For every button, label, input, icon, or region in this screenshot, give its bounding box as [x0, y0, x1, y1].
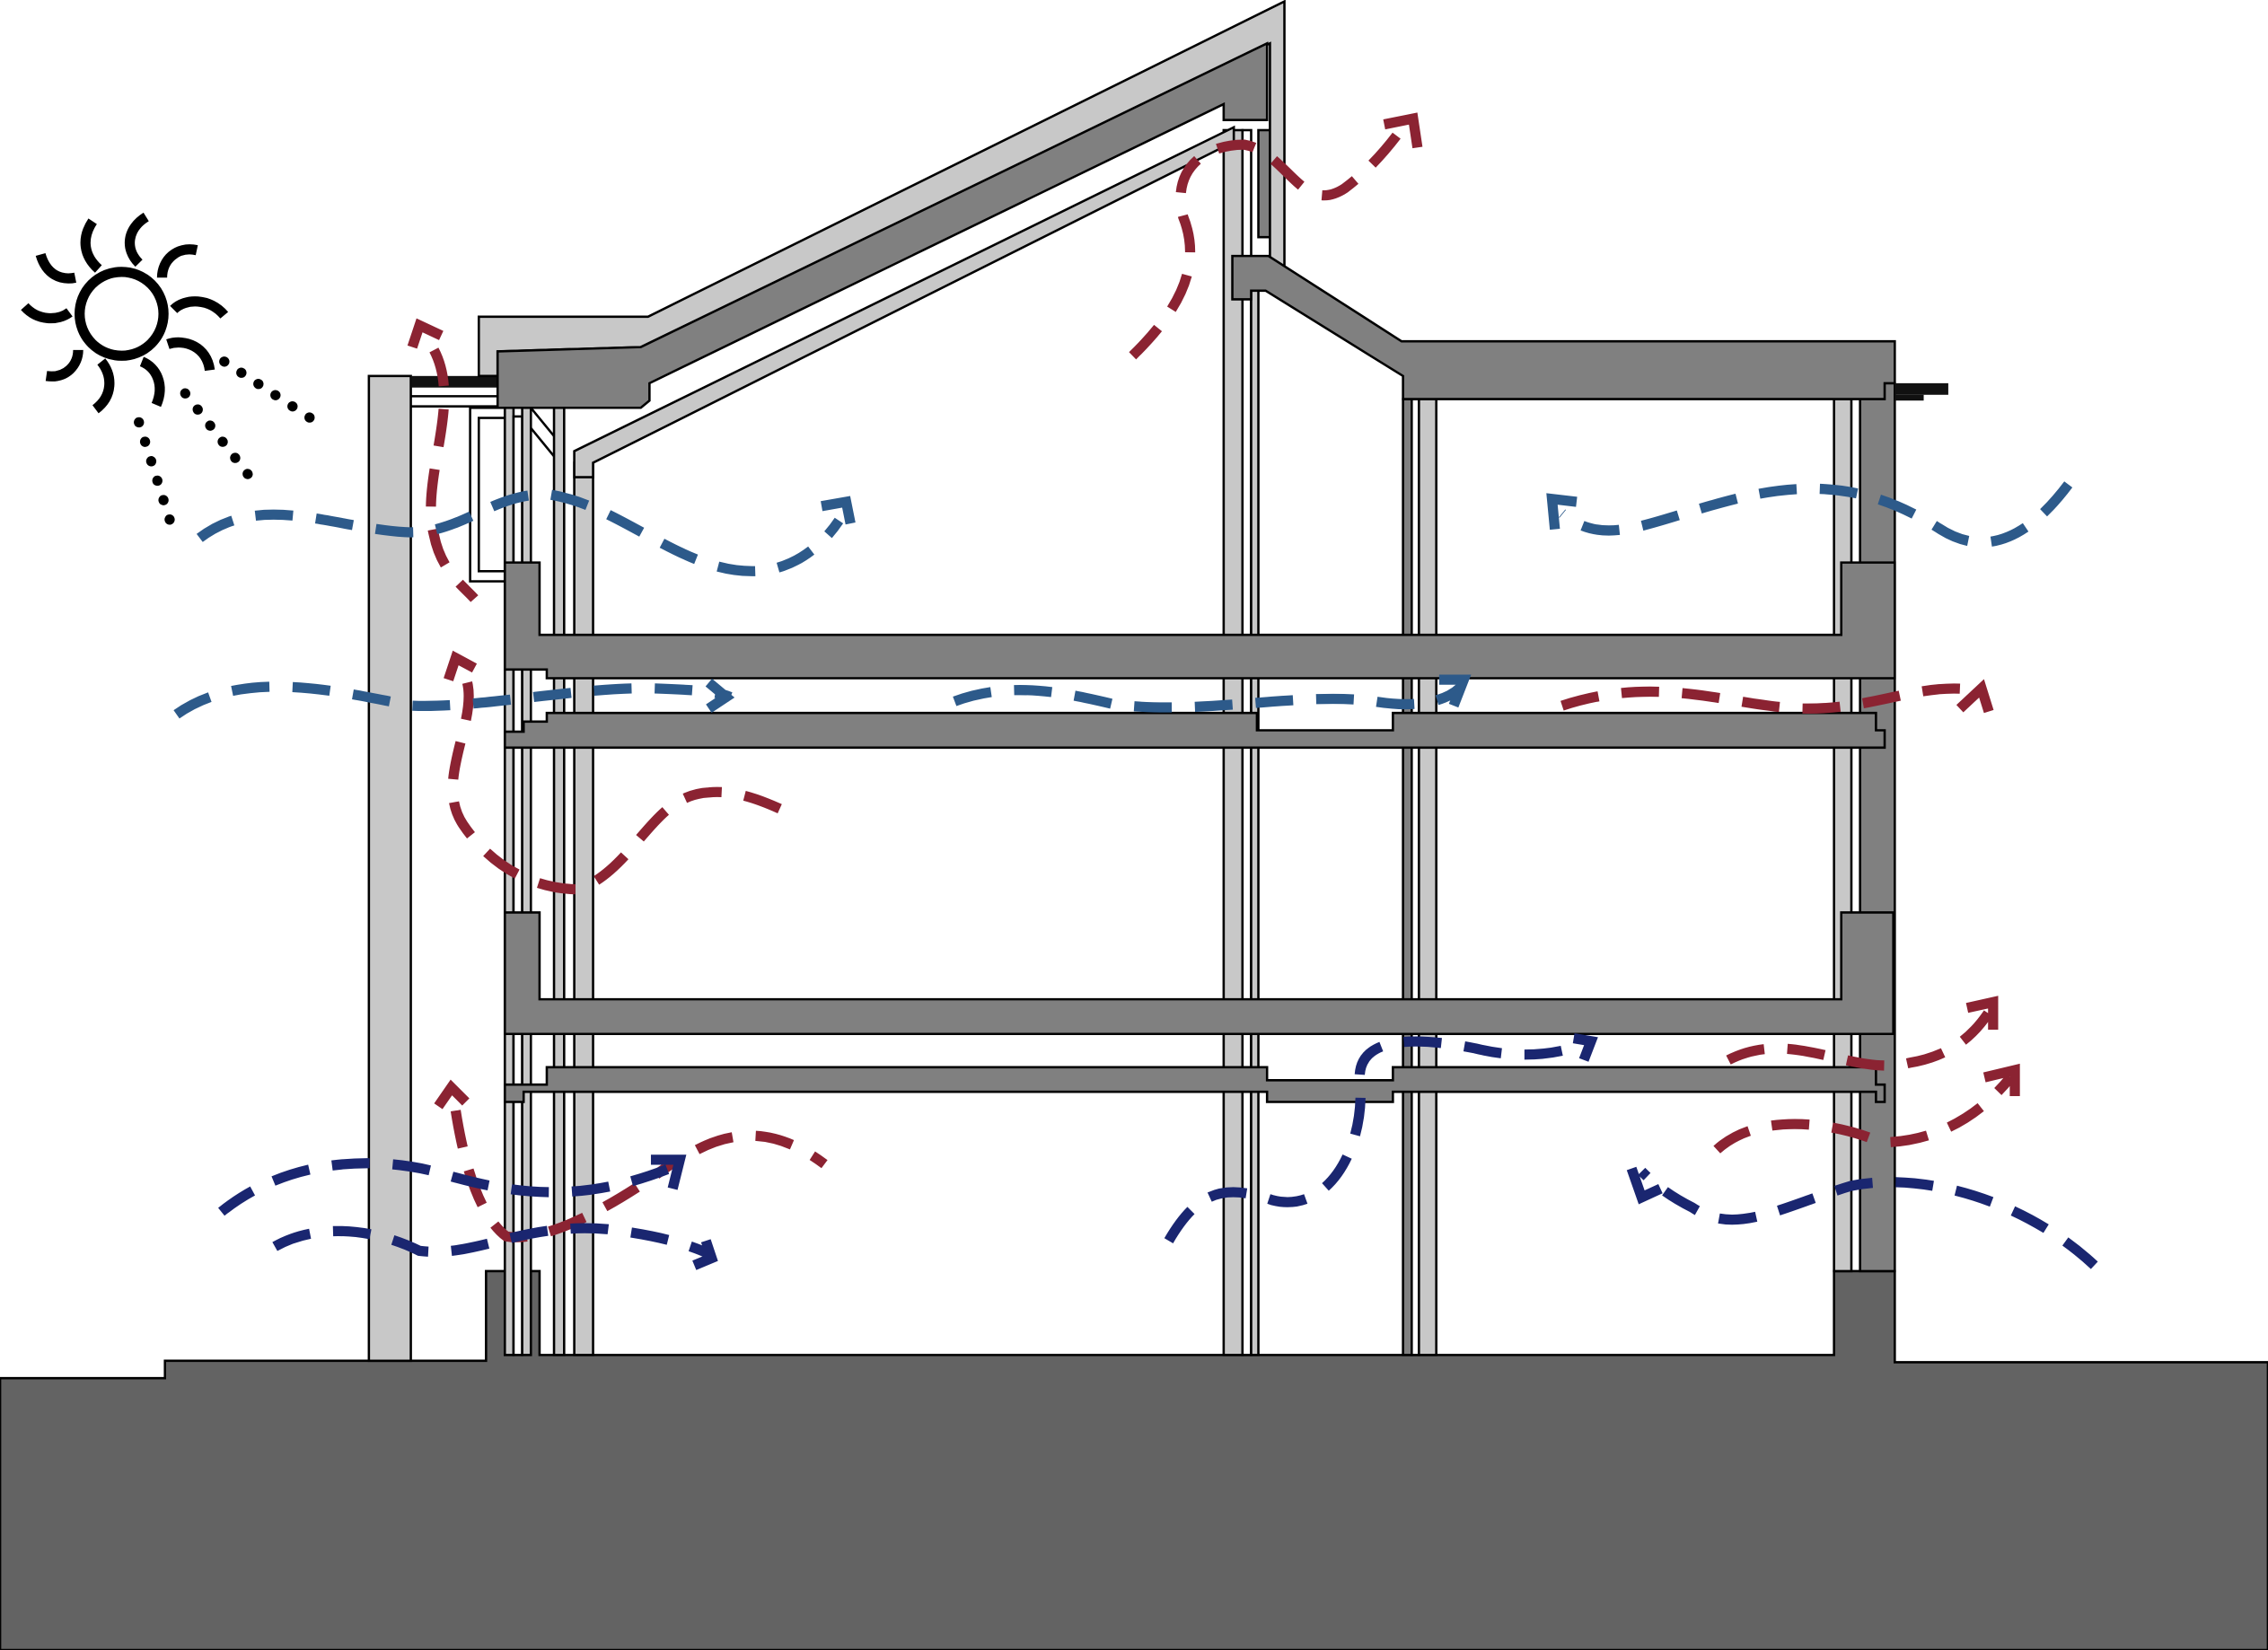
ceiling-slope: [573, 125, 1235, 478]
ground: [0, 1269, 2268, 1650]
cool-air-flow: [173, 481, 2073, 719]
parapet-cap: [1894, 382, 1948, 395]
canopy-roof: [410, 375, 501, 388]
sun-icon: [21, 212, 229, 414]
canopy-post: [367, 374, 412, 1363]
floor-slabs: [503, 561, 1896, 1103]
right-roof-slab: [1231, 254, 1896, 400]
roof-slab: [496, 41, 1269, 409]
fresh-air-flow: [218, 1033, 2098, 1270]
warm-air-flow: [407, 112, 2020, 1242]
roof-outer: [477, 0, 1286, 378]
sun-rays: [134, 356, 327, 538]
